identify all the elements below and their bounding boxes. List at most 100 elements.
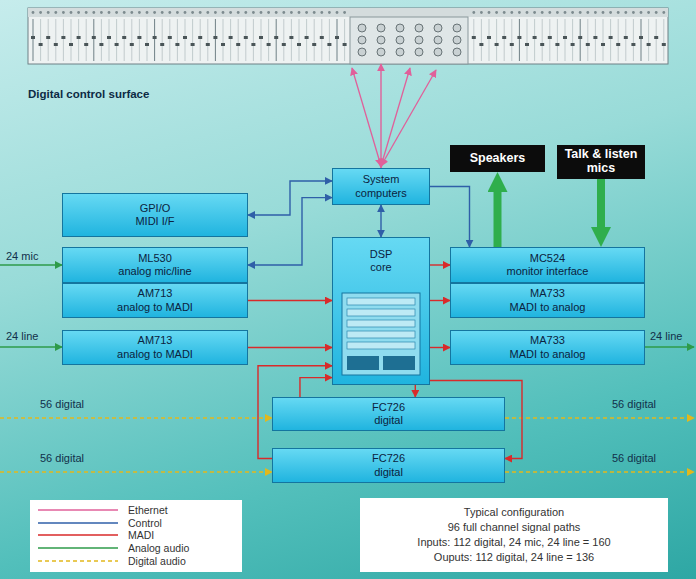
fader-strip <box>215 19 216 61</box>
io-module: AM713 analog to MADI <box>62 330 248 365</box>
fader-strip <box>192 19 193 61</box>
fader-knob <box>84 43 88 46</box>
legend-text: Ethernet <box>128 504 168 516</box>
fader-strip <box>131 19 132 61</box>
fader-knob <box>259 36 263 39</box>
control-knob <box>415 36 423 44</box>
fader-strip <box>595 19 596 61</box>
strip-led <box>298 11 301 14</box>
strip-led <box>518 11 521 14</box>
fader-strip <box>245 19 246 61</box>
fader-strip <box>565 19 566 61</box>
strip-led <box>206 11 209 14</box>
legend-row: Ethernet <box>38 504 234 517</box>
strip-led <box>214 11 217 14</box>
control-knob <box>396 36 404 44</box>
legend-text: Control <box>128 517 162 529</box>
strip-led <box>503 11 506 14</box>
strip-led <box>54 11 57 14</box>
io-module: FC726 digital <box>272 397 505 431</box>
text-line: AM713 <box>117 287 193 300</box>
strip-led <box>564 11 567 14</box>
strip-led <box>267 11 270 14</box>
strip-led <box>115 11 118 14</box>
rack-illustration <box>341 292 421 376</box>
strip-led <box>199 11 202 14</box>
fader-knob <box>312 43 316 46</box>
fader-knob <box>297 43 301 46</box>
signal-count: 56 digital <box>612 398 656 410</box>
text-line: FC726 <box>372 401 405 414</box>
strip-led <box>586 11 589 14</box>
strip-led <box>609 11 612 14</box>
fader-strip <box>542 19 543 61</box>
control-knob <box>453 48 461 56</box>
ethernet-fan <box>352 68 436 166</box>
fader-strip <box>344 19 345 61</box>
fader-strip <box>299 19 300 61</box>
node-label: Inputs: 112 digital, 24 mic, 24 line = 1… <box>417 535 610 550</box>
strip-led <box>647 11 650 14</box>
connector <box>494 186 502 247</box>
strip-led <box>100 11 103 14</box>
strip-led <box>161 11 164 14</box>
strip-led <box>510 11 513 14</box>
fader-strip <box>177 19 178 61</box>
fader-knob <box>343 43 347 46</box>
fader-strip <box>283 19 284 61</box>
node-label: Typical configuration <box>464 505 564 520</box>
fader-strip <box>154 19 155 61</box>
fader-knob <box>335 36 339 39</box>
strip-led <box>47 11 50 14</box>
fader-knob <box>145 43 149 46</box>
strip-led <box>495 11 498 14</box>
connector <box>248 347 332 348</box>
fader-strip <box>48 19 49 61</box>
strip-led <box>92 11 95 14</box>
fader-strip <box>185 19 186 61</box>
fader-knob <box>540 43 544 46</box>
text-line: FC726 <box>372 452 405 465</box>
strip-led <box>662 11 665 14</box>
io-module: AM713 analog to MADI <box>62 283 248 318</box>
fader-knob <box>99 43 103 46</box>
control-knob <box>377 24 385 32</box>
fader-knob <box>555 43 559 46</box>
fader-knob <box>153 36 157 39</box>
fader-strip <box>86 19 87 61</box>
strip-led <box>176 11 179 14</box>
legend-sample <box>38 530 118 540</box>
fader-strip <box>139 19 140 61</box>
fader-knob <box>639 36 643 39</box>
strip-led <box>594 11 597 14</box>
strip-led <box>328 11 331 14</box>
fader-strip <box>261 19 262 61</box>
strip-led <box>548 11 551 14</box>
node-label: DSP core <box>370 248 393 274</box>
strip-led <box>130 11 133 14</box>
node-label: MIDI I/F <box>135 215 174 228</box>
io-module: MC524 monitor interface <box>450 247 645 283</box>
legend-row: MADI <box>38 529 234 542</box>
strip-led <box>275 11 278 14</box>
io-module: FC726 digital <box>272 448 505 483</box>
fader-strip <box>93 19 94 61</box>
fader-strip <box>473 19 474 61</box>
strip-led <box>108 11 111 14</box>
strip-led <box>39 11 42 14</box>
fader-knob <box>175 43 179 46</box>
fader-strip <box>314 19 315 61</box>
fader-knob <box>191 43 195 46</box>
connector <box>430 347 450 348</box>
fader-knob <box>229 36 233 39</box>
fader-knob <box>578 36 582 39</box>
strip-led <box>260 11 263 14</box>
connector <box>248 300 332 301</box>
strip-led <box>244 11 247 14</box>
strip-led <box>237 11 240 14</box>
fader-knob <box>244 36 248 39</box>
fader-strip <box>648 19 649 61</box>
fader-knob <box>305 36 309 39</box>
fader-strip <box>618 19 619 61</box>
fader-knob <box>61 36 65 39</box>
